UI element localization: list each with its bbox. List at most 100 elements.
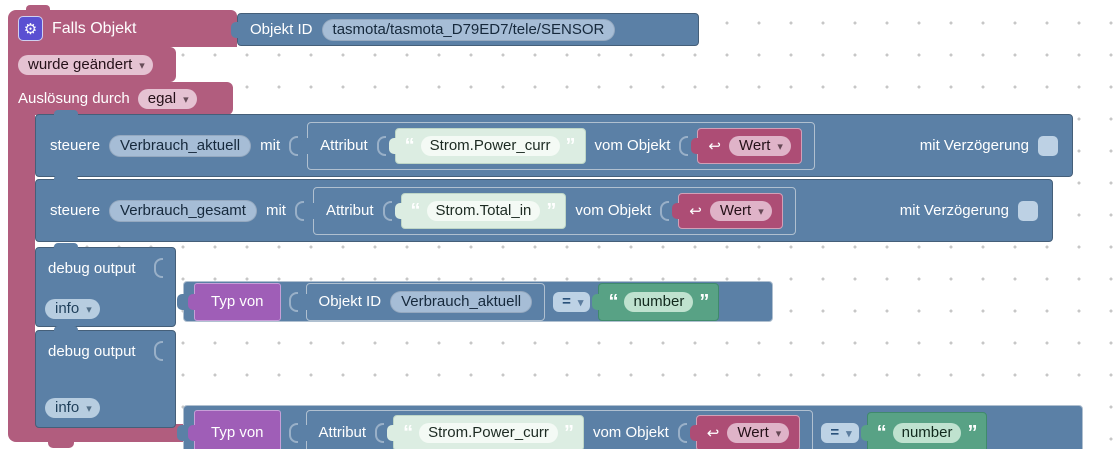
event-dropdown[interactable]: wurde geändert	[18, 54, 153, 75]
operator-dropdown[interactable]: =	[553, 291, 591, 312]
trigger-value-block[interactable]: ↩ Wert	[695, 414, 801, 449]
log-level-dropdown[interactable]: info	[45, 299, 100, 319]
event-dropdown-label: wurde geändert	[28, 55, 133, 73]
debug-block-2[interactable]: debug output info	[35, 326, 176, 428]
object-id-field[interactable]: Verbrauch_aktuell	[390, 290, 533, 313]
text-field[interactable]: number	[624, 291, 694, 312]
debug-label: debug output	[48, 259, 136, 277]
text-shadow-block[interactable]: “ Strom.Power_curr ”	[394, 127, 586, 164]
text-block[interactable]: “ number ”	[866, 411, 988, 449]
open-quote-icon: “	[404, 134, 415, 157]
state-id-field[interactable]: Verbrauch_gesamt	[109, 199, 257, 222]
state-id-field[interactable]: Verbrauch_aktuell	[109, 134, 252, 157]
value-input-socket	[375, 422, 385, 443]
trigger-condition-label: Auslösung durch	[18, 90, 130, 107]
value-input-socket	[294, 200, 304, 221]
object-id-field[interactable]: tasmota/tasmota_D79ED7/tele/SENSOR	[321, 18, 616, 41]
delay-checkbox[interactable]	[1018, 200, 1038, 221]
trigger-block-title: Falls Objekt	[52, 19, 137, 37]
typeof-block[interactable]: Typ von	[194, 282, 281, 321]
value-arrow-icon: ↩	[689, 202, 702, 220]
chevron-down-icon	[776, 424, 782, 441]
chevron-down-icon	[86, 300, 92, 317]
debug-label: debug output	[48, 342, 136, 360]
value-input-socket	[382, 200, 392, 221]
trigger-event-row[interactable]: wurde geändert	[8, 47, 176, 82]
trigger-value-block[interactable]: ↩ Wert	[697, 127, 802, 164]
trigger-block-header[interactable]: ⚙ Falls Objekt	[8, 5, 237, 47]
chevron-down-icon	[139, 56, 145, 73]
delay-label: mit Verzögerung	[919, 137, 1029, 154]
value-input-socket	[376, 135, 386, 156]
text-shadow-block[interactable]: “ Strom.Power_curr ”	[393, 414, 584, 449]
trigger-condition-dropdown[interactable]: egal	[137, 88, 197, 109]
value-type-label: Wert	[738, 136, 771, 154]
logic-compare-block[interactable]: Typ von Objekt ID Verbrauch_aktuell = “ …	[183, 281, 773, 322]
from-object-label: vom Objekt	[575, 202, 652, 219]
attribute-label: Attribut	[325, 202, 374, 219]
text-block[interactable]: “ number ”	[598, 282, 720, 321]
control-block-verbrauch-gesamt[interactable]: steuere Verbrauch_gesamt mit Attribut “ …	[35, 175, 1053, 242]
object-id-label: Objekt ID	[318, 293, 382, 310]
value-input-socket	[679, 135, 689, 156]
text-field[interactable]: number	[892, 422, 962, 443]
attribute-path-field[interactable]: Strom.Power_curr	[419, 422, 558, 443]
value-arrow-icon: ↩	[708, 137, 721, 155]
close-quote-icon: ”	[699, 290, 710, 313]
chevron-down-icon	[758, 202, 764, 219]
control-verb-label: steuere	[50, 202, 101, 219]
attribute-block[interactable]: Attribut “ Strom.Power_curr ” vom Objekt…	[305, 409, 814, 449]
trigger-condition-row[interactable]: Auslösung durch egal	[8, 82, 233, 115]
attribute-block[interactable]: Attribut “ Strom.Power_curr ” vom Objekt…	[307, 121, 815, 170]
operator-dropdown[interactable]: =	[821, 422, 859, 443]
attribute-label: Attribut	[320, 137, 368, 154]
value-type-label: Wert	[719, 201, 752, 219]
chevron-down-icon	[777, 137, 783, 154]
value-input-socket	[154, 341, 163, 361]
chevron-down-icon	[578, 293, 584, 310]
delay-checkbox[interactable]	[1038, 135, 1058, 156]
trigger-block-spine	[8, 115, 35, 424]
with-label: mit	[265, 202, 286, 219]
chevron-down-icon	[846, 424, 852, 441]
log-level-dropdown[interactable]: info	[45, 398, 100, 418]
open-quote-icon: “	[608, 290, 619, 313]
control-block-verbrauch-aktuell[interactable]: steuere Verbrauch_aktuell mit Attribut “…	[35, 110, 1073, 177]
value-input-socket	[289, 135, 299, 156]
text-shadow-block[interactable]: “ Strom.Total_in ”	[400, 192, 567, 229]
value-type-dropdown[interactable]: Wert	[709, 200, 772, 221]
object-id-block[interactable]: Objekt ID tasmota/tasmota_D79ED7/tele/SE…	[237, 13, 699, 46]
value-input-socket	[288, 422, 298, 443]
value-type-dropdown[interactable]: Wert	[727, 422, 790, 443]
with-label: mit	[260, 137, 281, 154]
debug-block-1[interactable]: debug output info	[35, 243, 176, 327]
attribute-path-field[interactable]: Strom.Power_curr	[420, 135, 560, 156]
value-input-socket	[660, 200, 670, 221]
log-level-label: info	[55, 300, 80, 317]
value-type-dropdown[interactable]: Wert	[728, 135, 791, 156]
value-type-label: Wert	[737, 423, 769, 441]
typeof-block[interactable]: Typ von	[194, 409, 281, 449]
chevron-down-icon	[183, 90, 189, 107]
trigger-value-block[interactable]: ↩ Wert	[678, 192, 783, 229]
open-quote-icon: “	[410, 199, 421, 222]
operator-label: =	[562, 292, 571, 310]
trigger-condition-value: egal	[147, 89, 177, 107]
object-id-value-block[interactable]: Objekt ID Verbrauch_aktuell	[305, 282, 546, 321]
attribute-label: Attribut	[318, 424, 367, 441]
value-input-socket	[288, 291, 298, 312]
operator-label: =	[830, 423, 840, 441]
typeof-label: Typ von	[211, 293, 264, 310]
control-verb-label: steuere	[50, 137, 101, 154]
chevron-down-icon	[86, 399, 92, 416]
gear-icon[interactable]: ⚙	[18, 16, 43, 41]
close-quote-icon: ”	[967, 421, 978, 444]
logic-compare-block[interactable]: Typ von Attribut “ Strom.Power_curr ” vo…	[183, 405, 1083, 449]
attribute-path-field[interactable]: Strom.Total_in	[426, 200, 541, 221]
log-level-label: info	[55, 399, 80, 416]
close-quote-icon: ”	[546, 199, 557, 222]
attribute-block[interactable]: Attribut “ Strom.Total_in ” vom Objekt ↩…	[312, 186, 796, 235]
object-id-label: Objekt ID	[250, 21, 313, 38]
open-quote-icon: “	[876, 421, 887, 444]
